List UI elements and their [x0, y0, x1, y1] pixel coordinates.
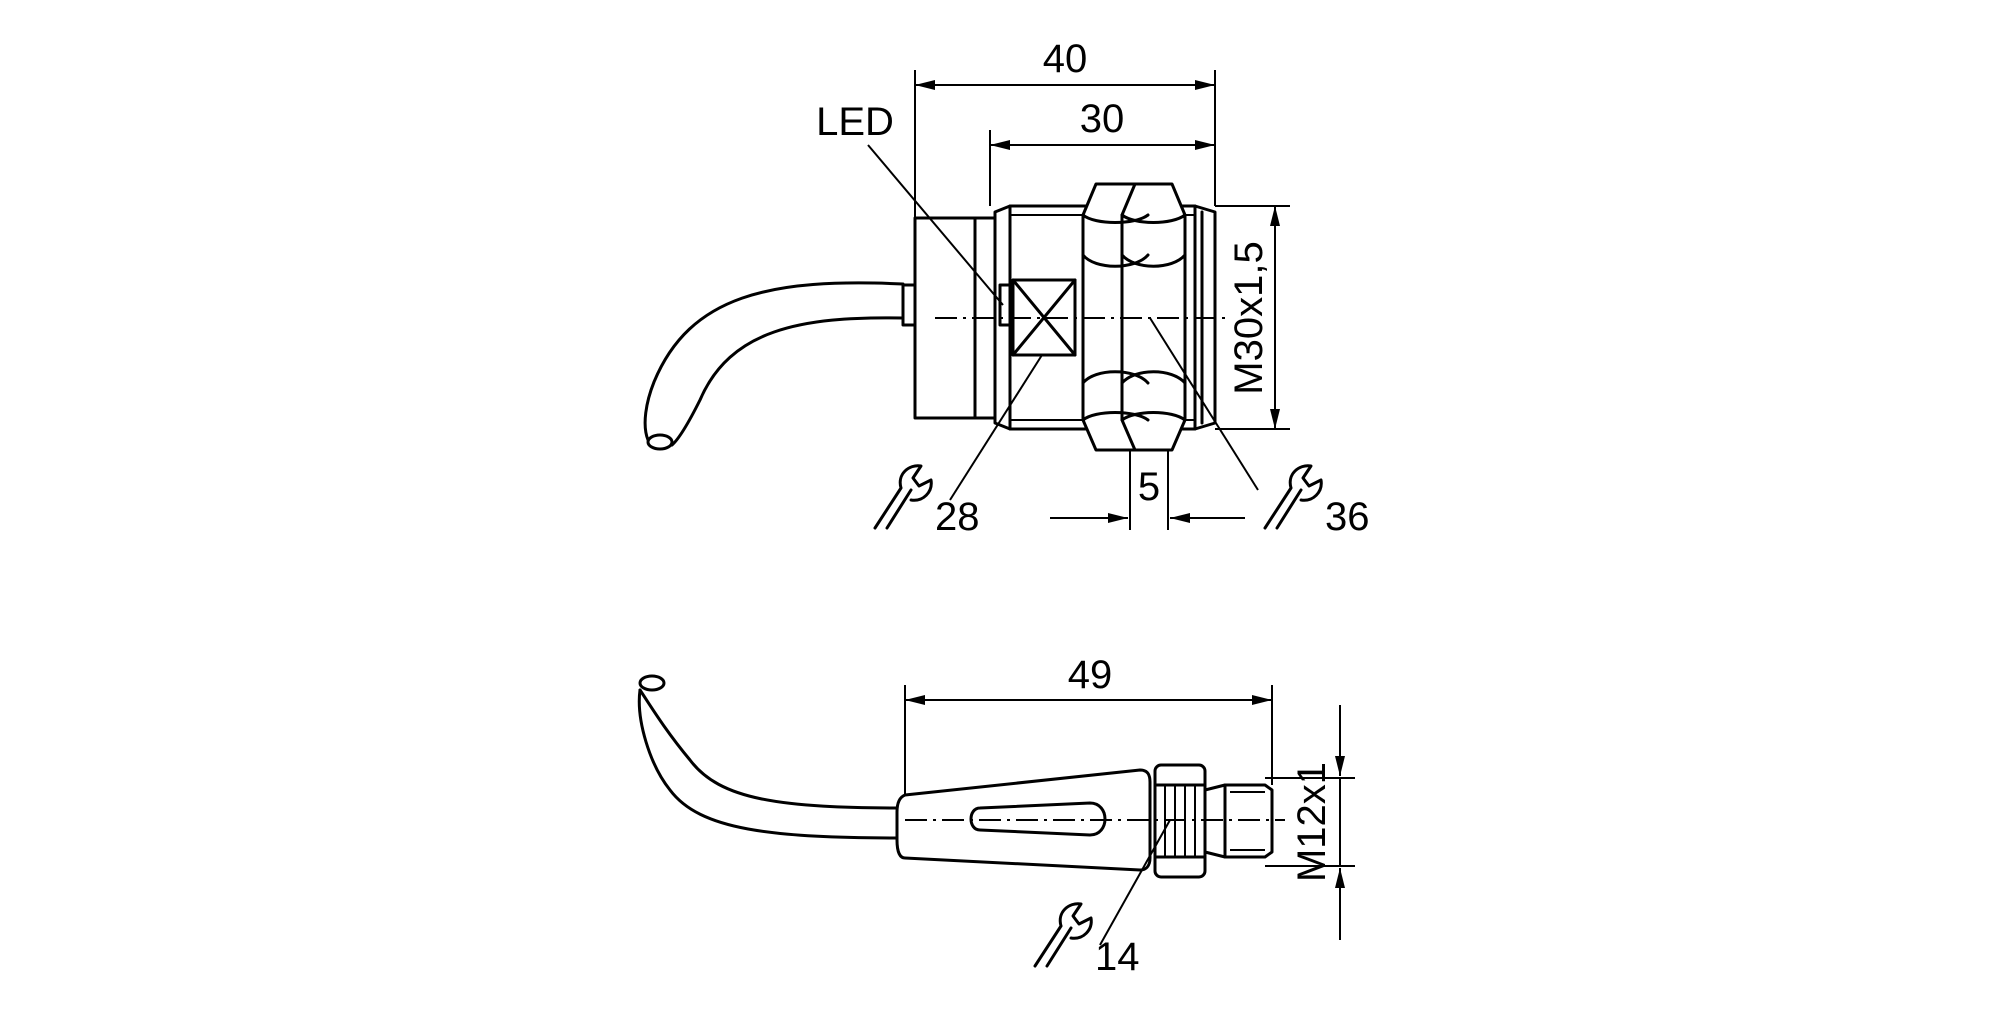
dim-label-40: 40 — [1043, 37, 1088, 81]
wrench-icon — [1263, 464, 1323, 530]
wrench-36-leader — [1149, 317, 1259, 491]
led-window — [998, 283, 1012, 327]
dim-label-30: 30 — [1080, 97, 1125, 141]
connector-view: 49 M12x1 14 — [637, 653, 1355, 979]
wrench-28-leader — [949, 354, 1043, 501]
wrench-14-leader — [1099, 819, 1171, 946]
wrench-14-label: 14 — [1095, 935, 1140, 979]
wrench-icon — [1033, 902, 1093, 968]
led-leader — [867, 144, 1004, 306]
dim-label-m12: M12x1 — [1290, 762, 1334, 882]
cable-gland — [901, 283, 917, 327]
wrench-36-label: 36 — [1325, 495, 1370, 539]
led-label: LED — [816, 100, 894, 144]
lock-nuts — [1081, 182, 1187, 452]
cable-end-top — [646, 433, 674, 451]
dim-label-thread: M30x1,5 — [1227, 241, 1271, 394]
cable-end-bottom — [638, 674, 666, 692]
dim-label-5: 5 — [1138, 465, 1160, 509]
cable-bottom — [638, 688, 907, 810]
cable-top — [643, 281, 905, 442]
wrench-28-label: 28 — [935, 495, 980, 539]
dim-label-49: 49 — [1068, 653, 1113, 697]
wrench-icon — [873, 464, 933, 530]
sensor-view: 40 30 LED M30x1,5 5 28 36 — [643, 37, 1370, 539]
